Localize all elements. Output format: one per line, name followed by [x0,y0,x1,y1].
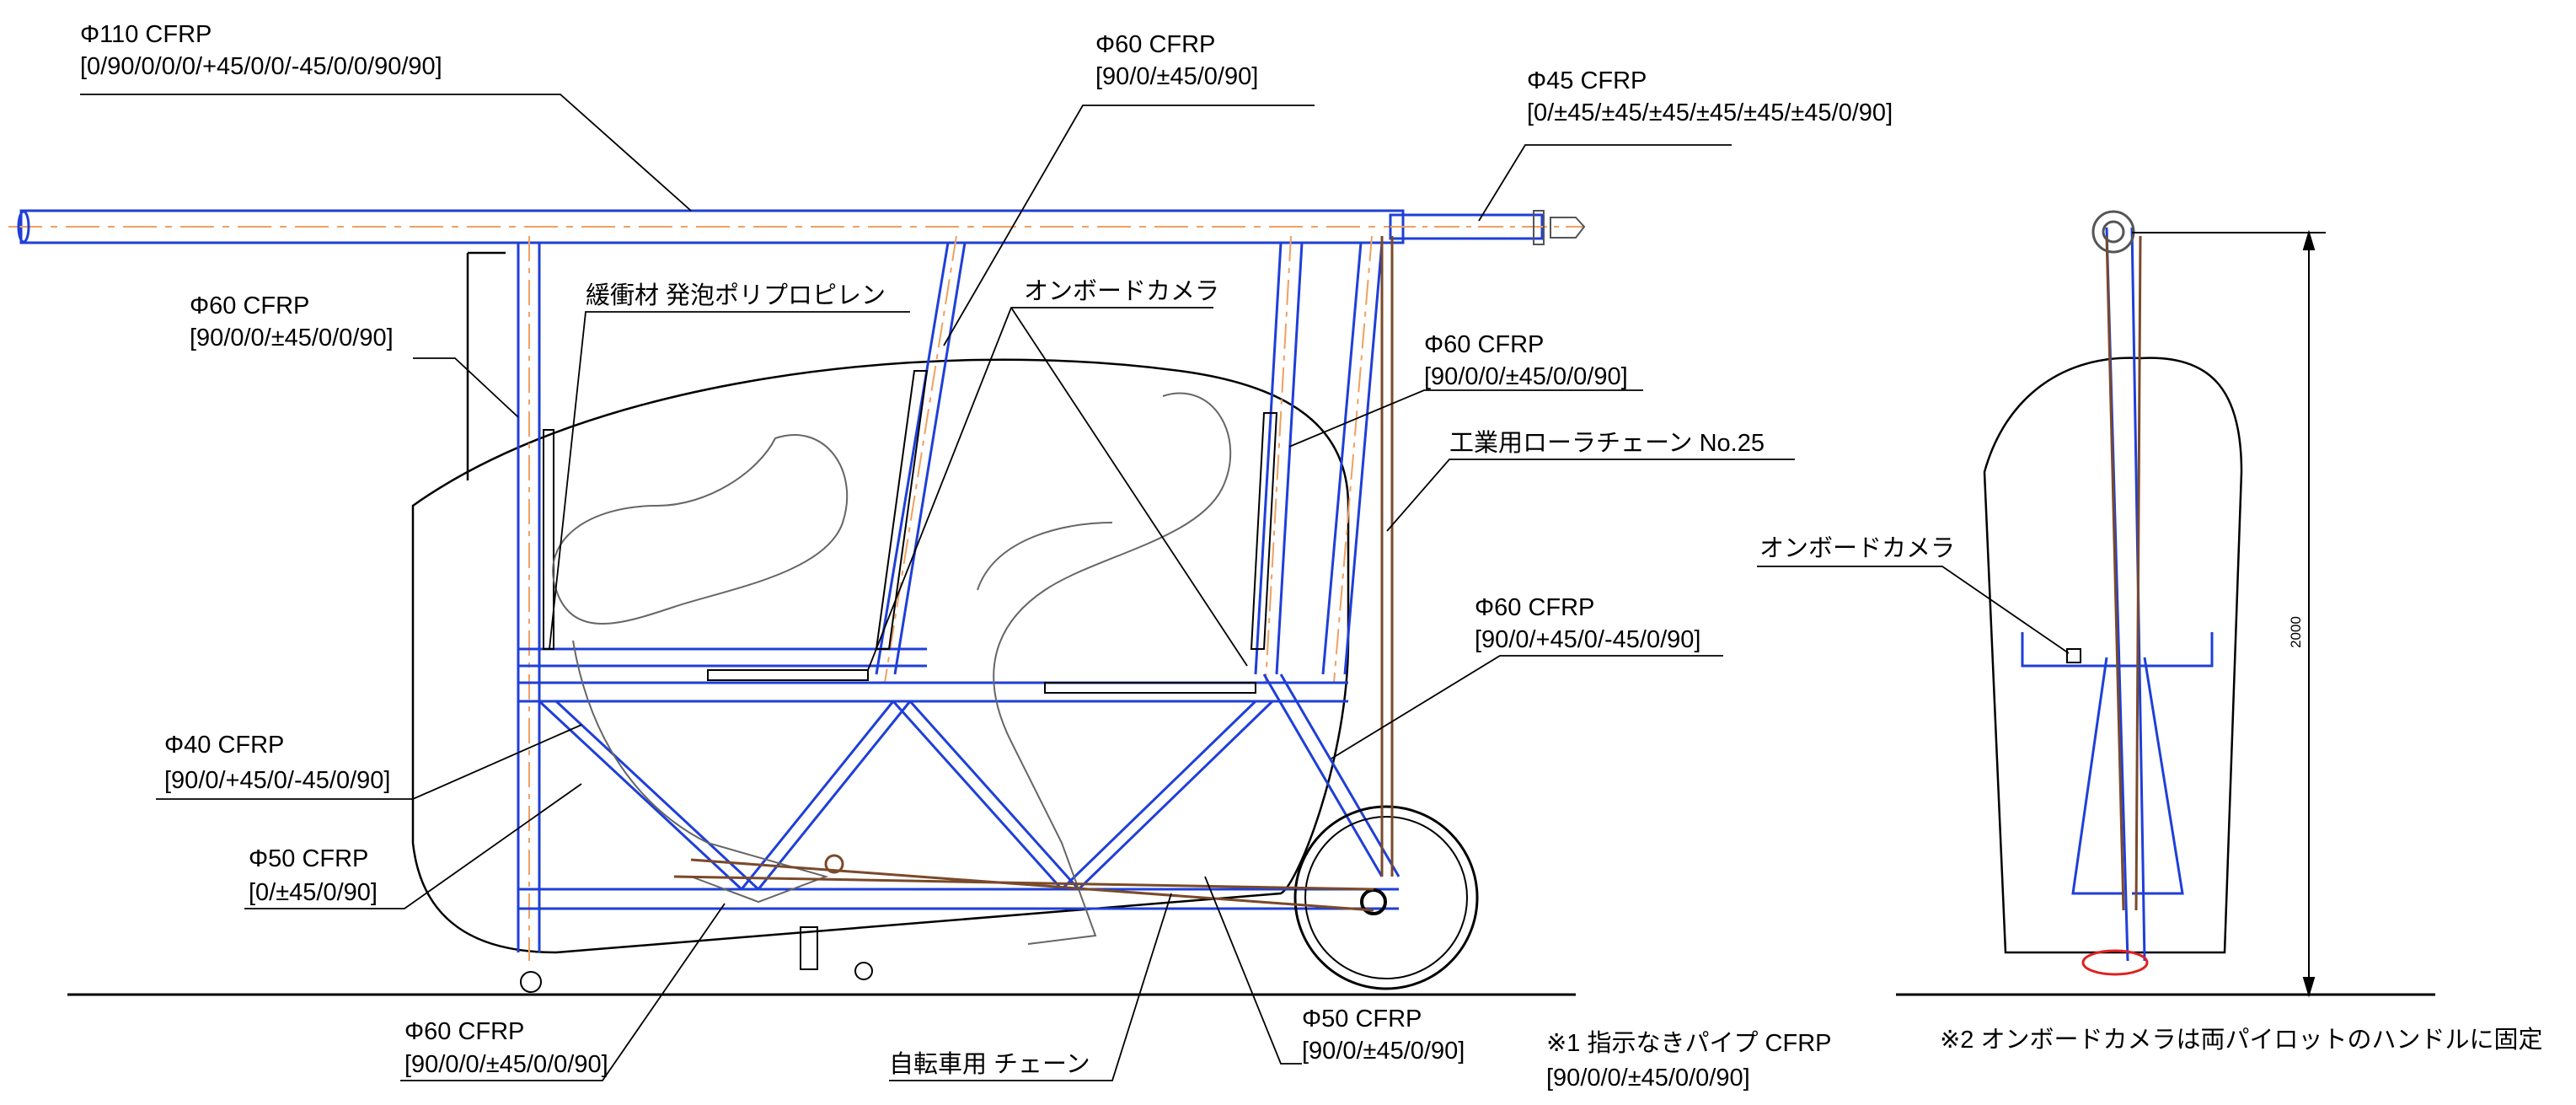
label-top-tube-line1: Φ110 CFRP [80,21,212,48]
fairing-outline [411,358,1350,954]
label-bottom-tube-line2: [90/0/0/±45/0/0/90] [404,1051,608,1078]
label-chain-stay-line2: [90/0/±45/0/90] [1302,1038,1465,1065]
lower-frame [518,647,1400,910]
front-top-hub [2091,210,2135,254]
label-front-post-line2: [90/0/0/±45/0/0/90] [1424,363,1628,390]
boom-tube [1389,210,1586,245]
label-boom-line2: [0/±45/±45/±45/±45/±45/±45/0/90] [1527,99,1893,126]
label-roller-chain: 工業用ローラチェーン No.25 [1449,429,1765,457]
note-1: ※1 指示なきパイプ CFRP [90/0/0/±45/0/0/90] [1546,1029,1832,1092]
note-1-line2: [90/0/0/±45/0/0/90] [1546,1065,1750,1092]
label-boom: Φ45 CFRP [0/±45/±45/±45/±45/±45/±45/0/90… [1527,67,1893,126]
label-front-post-line1: Φ60 CFRP [1424,331,1544,358]
label-lower-frame-40-line1: Φ40 CFRP [164,732,284,759]
roller-chain [1380,236,1394,877]
label-rear-post-line1: Φ60 CFRP [190,292,309,319]
label-diag-front-top: Φ60 CFRP [90/0/±45/0/90] [1095,31,1258,90]
label-onboard-camera-front: オンボードカメラ [1759,535,1955,562]
label-bottom-tube-line1: Φ60 CFRP [404,1018,524,1045]
label-rear-post: Φ60 CFRP [90/0/0/±45/0/0/90] [190,292,394,351]
label-lower-frame-40-line2: [90/0/+45/0/-45/0/90] [164,767,390,794]
note-1-line1: ※1 指示なきパイプ CFRP [1546,1029,1832,1057]
front-wheel-contact [2081,949,2149,976]
label-chain-stay: Φ50 CFRP [90/0/±45/0/90] [1302,1006,1465,1065]
label-lower-frame-50-line2: [0/±45/0/90] [249,879,378,906]
label-diag-front-top-line2: [90/0/±45/0/90] [1095,63,1258,90]
label-lower-frame-50-line1: Φ50 CFRP [249,845,368,872]
label-lower-frame-50: Φ50 CFRP [0/±45/0/90] [249,845,378,906]
label-top-tube: Φ110 CFRP [0/90/0/0/0/+45/0/0/-45/0/0/90… [80,21,442,80]
label-top-tube-line2: [0/90/0/0/0/+45/0/0/-45/0/0/90/90] [80,53,442,80]
label-front-brace: Φ60 CFRP [90/0/+45/0/-45/0/90] [1475,594,1700,653]
front-wheel [1293,805,1479,990]
label-bicycle-chain: 自転車用 チェーン [889,1050,1090,1078]
label-onboard-camera-side: オンボードカメラ [1024,278,1219,305]
label-rear-post-line2: [90/0/0/±45/0/0/90] [190,325,394,351]
label-front-brace-line2: [90/0/+45/0/-45/0/90] [1475,626,1700,653]
label-bottom-tube: Φ60 CFRP [90/0/0/±45/0/0/90] [404,1018,608,1078]
label-lower-frame-40: Φ40 CFRP [90/0/+45/0/-45/0/90] [164,732,390,794]
leader-lines [80,94,2070,1081]
note-2: ※2 オンボードカメラは両パイロットのハンドルに固定 [1940,1026,2543,1054]
rider-silhouettes [552,392,1232,945]
label-boom-line1: Φ45 CFRP [1527,67,1647,94]
label-cushion: 緩衝材 発泡ポリプロピレン [586,282,886,309]
front-chain [2105,235,2142,911]
bicycle-chain [673,854,1374,912]
cushion-panels [543,370,1278,694]
label-chain-stay-line1: Φ50 CFRP [1302,1006,1422,1033]
front-camera-icon [2066,648,2081,663]
rear-caster [520,926,873,993]
label-diag-front-top-line1: Φ60 CFRP [1095,31,1215,58]
height-dimension [2132,229,2326,998]
label-front-post: Φ60 CFRP [90/0/0/±45/0/0/90] [1424,331,1628,390]
top-tube [8,209,1416,244]
height-dimension-value: 2000 [2288,616,2304,648]
front-frame [2021,227,2214,962]
frame-posts [517,242,1384,952]
label-front-brace-line1: Φ60 CFRP [1475,594,1594,621]
post-centerlines [528,235,1373,961]
